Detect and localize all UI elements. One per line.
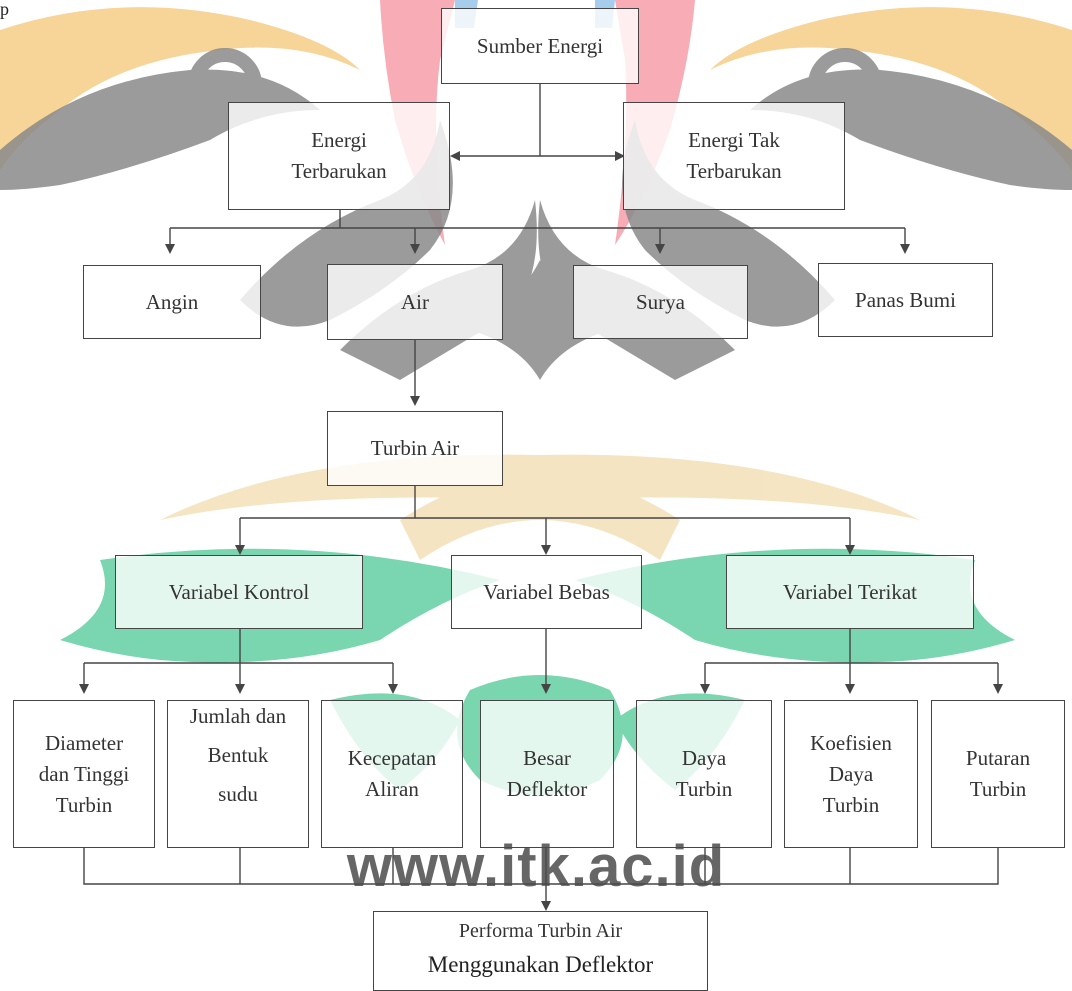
node-energi-terbarukan: Energi Terbarukan xyxy=(228,102,450,210)
node-air-label: Air xyxy=(401,287,429,318)
node-diameter-tinggi-turbin: Diameter dan Tinggi Turbin xyxy=(13,700,155,848)
node-performa-turbin-air: Performa Turbin Air Menggunakan Deflekto… xyxy=(373,911,708,991)
node-kecepatan-aliran: Kecepatan Aliran xyxy=(321,700,463,848)
node-air: Air xyxy=(327,264,503,340)
node-turbin-air: Turbin Air xyxy=(327,411,503,486)
node-variabel-terikat: Variabel Terikat xyxy=(726,555,974,629)
node-sumber-energi: Sumber Energi xyxy=(441,8,639,84)
node-kecepatan-line1: Kecepatan xyxy=(348,743,437,774)
node-diameter-line1: Diameter xyxy=(45,728,123,759)
node-turbin-air-label: Turbin Air xyxy=(371,433,460,464)
watermark-url: www.itk.ac.id xyxy=(0,837,1072,897)
node-daya-line1: Daya xyxy=(682,743,726,774)
node-koefisien-line2: Daya xyxy=(829,759,873,790)
node-surya: Surya xyxy=(573,265,748,339)
node-jumlah-line1: Jumlah dan xyxy=(190,701,286,732)
node-variabel-kontrol: Variabel Kontrol xyxy=(115,555,363,629)
node-putaran-line1: Putaran xyxy=(966,743,1030,774)
node-variabel-bebas-label: Variabel Bebas xyxy=(483,577,610,608)
node-jumlah-line2: Bentuk xyxy=(208,740,269,771)
node-angin-label: Angin xyxy=(146,287,199,318)
node-energi-tak-terbarukan-line1: Energi Tak xyxy=(688,125,780,156)
node-diameter-line3: Turbin xyxy=(56,790,112,821)
node-panas-bumi: Panas Bumi xyxy=(818,263,993,337)
node-variabel-kontrol-label: Variabel Kontrol xyxy=(169,577,310,608)
node-energi-tak-terbarukan-line2: Terbarukan xyxy=(686,156,781,187)
node-energi-terbarukan-line1: Energi xyxy=(311,125,367,156)
node-variabel-bebas: Variabel Bebas xyxy=(451,555,642,629)
node-variabel-terikat-label: Variabel Terikat xyxy=(783,577,917,608)
node-putaran-turbin: Putaran Turbin xyxy=(931,700,1065,848)
node-koefisien-daya-turbin: Koefisien Daya Turbin xyxy=(784,700,918,848)
node-performa-line2: Menggunakan Deflektor xyxy=(374,952,707,978)
node-putaran-line2: Turbin xyxy=(970,774,1026,805)
node-jumlah-bentuk-sudu: Jumlah dan Bentuk sudu xyxy=(167,700,309,848)
node-besar-line2: Deflektor xyxy=(507,774,587,805)
node-surya-label: Surya xyxy=(636,287,685,318)
node-koefisien-line1: Koefisien xyxy=(810,728,892,759)
node-angin: Angin xyxy=(83,265,261,339)
node-performa-line1: Performa Turbin Air xyxy=(374,918,707,944)
node-diameter-line2: dan Tinggi xyxy=(39,759,129,790)
node-besar-line1: Besar xyxy=(523,743,571,774)
node-panas-bumi-label: Panas Bumi xyxy=(855,285,956,316)
node-energi-terbarukan-line2: Terbarukan xyxy=(291,156,386,187)
node-daya-line2: Turbin xyxy=(676,774,732,805)
node-besar-deflektor: Besar Deflektor xyxy=(480,700,614,848)
node-jumlah-line3: sudu xyxy=(218,779,258,810)
node-sumber-energi-label: Sumber Energi xyxy=(477,31,603,62)
node-kecepatan-line2: Aliran xyxy=(365,774,419,805)
node-energi-tak-terbarukan: Energi Tak Terbarukan xyxy=(623,102,845,210)
node-koefisien-line3: Turbin xyxy=(823,790,879,821)
node-daya-turbin: Daya Turbin xyxy=(636,700,772,848)
